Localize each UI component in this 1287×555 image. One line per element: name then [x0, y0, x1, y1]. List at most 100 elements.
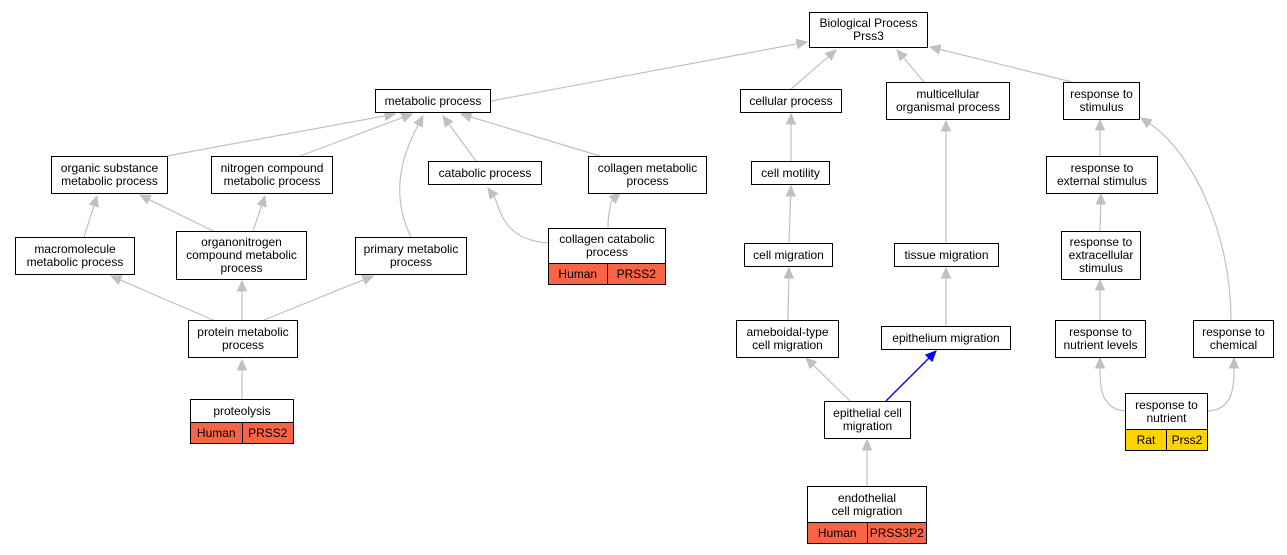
edge-line [83, 205, 95, 238]
node-multicellular[interactable]: multicellular organismal process [886, 82, 1010, 120]
node-label: response to extracellular stimulus [1068, 235, 1134, 275]
arrowhead [459, 111, 473, 123]
edge-protein-met-to-organonitrogen [236, 279, 248, 320]
node-label: cell migration [753, 247, 824, 262]
edge-line [787, 277, 790, 321]
arrowhead [1094, 278, 1106, 291]
edge-collagen-met-to-metabolic [459, 111, 601, 157]
node-label: proteolysis [213, 403, 271, 418]
node-cell-migration[interactable]: cell migration [744, 243, 833, 267]
edge-line [788, 195, 792, 244]
edge-nitrogen-to-metabolic [299, 112, 414, 157]
arrowhead [795, 38, 809, 50]
node-collagen-met[interactable]: collagen metabolic process [588, 156, 707, 194]
arrowhead [824, 49, 837, 61]
arrowhead [928, 44, 942, 55]
node-tissue-migration[interactable]: tissue migration [894, 243, 999, 267]
node-response-extracellular[interactable]: response to extracellular stimulus [1061, 231, 1141, 280]
node-label: response to nutrient levels [1063, 325, 1138, 352]
node-label: response to chemical [1202, 325, 1265, 352]
arrowhead [1094, 356, 1106, 369]
edge-line [939, 48, 1073, 83]
node-cell-motility[interactable]: cell motility [751, 161, 830, 185]
edge-epithelial-cell-to-epithelium-migration [885, 350, 937, 402]
species-tag: Human [817, 525, 857, 540]
edge-proteolysis-to-protein-met [236, 358, 248, 399]
node-catabolic[interactable]: catabolic process [428, 161, 542, 185]
node-label: protein metabolic process [197, 325, 289, 352]
node-label: metabolic process [384, 93, 482, 108]
node-label: endothelial cell migration [831, 490, 903, 518]
edge-line [902, 57, 925, 83]
node-epithelium-migration[interactable]: epithelium migration [881, 326, 1011, 350]
arrowhead [487, 187, 499, 200]
edge-multicellular-to-bp [896, 49, 925, 83]
node-response-external[interactable]: response to external stimulus [1046, 156, 1158, 194]
node-response-chemical[interactable]: response to chemical [1193, 320, 1274, 358]
node-label: macromolecule metabolic process [26, 242, 124, 269]
edge-response-external-to-response-stimulus [1094, 118, 1106, 156]
edge-line [399, 124, 419, 238]
arrowhead [805, 357, 818, 370]
edge-metabolic-to-bp [490, 38, 809, 102]
arrowhead [608, 192, 621, 204]
node-bp[interactable]: Biological Process Prss3 [809, 12, 928, 48]
edge-response-nutrient-levels-to-response-extracellular [1094, 278, 1106, 320]
arrowhead [109, 275, 123, 286]
node-macromolecule[interactable]: macromolecule metabolic process [15, 237, 135, 275]
node-protein-met[interactable]: protein metabolic process [188, 320, 298, 358]
node-ameboidal[interactable]: ameboidal-type cell migration [736, 320, 839, 358]
edge-line [885, 357, 930, 402]
edge-line [252, 205, 263, 232]
node-label: nitrogen compound metabolic process [220, 161, 324, 188]
edge-line [790, 56, 829, 90]
arrowhead [361, 275, 375, 285]
arrowhead [236, 279, 248, 292]
edge-line [470, 116, 601, 157]
edge-organonitrogen-to-nitrogen [252, 194, 267, 232]
arrowhead [785, 112, 797, 125]
arrowhead [236, 358, 248, 371]
edge-cell-motility-to-cellular [785, 112, 797, 161]
edge-protein-met-to-macromolecule [109, 275, 214, 321]
arrowhead [861, 438, 873, 451]
node-metabolic[interactable]: metabolic process [375, 89, 491, 113]
node-label: catabolic process [438, 165, 532, 180]
arrowhead [442, 115, 454, 128]
edge-response-extracellular-to-response-external [1095, 192, 1106, 232]
node-label: epithelial cell migration [833, 406, 902, 433]
node-label: primary metabolic process [363, 242, 459, 269]
node-label: multicellular organismal process [895, 87, 1001, 114]
edge-line [299, 116, 403, 157]
edge-response-chemical-to-response-stimulus [1139, 117, 1232, 321]
arrowhead [896, 49, 908, 62]
edge-line [263, 279, 364, 321]
node-organic[interactable]: organic substance metabolic process [51, 156, 168, 194]
node-organonitrogen[interactable]: organonitrogen compound metabolic proces… [176, 231, 307, 280]
gene-tag: PRSS2 [606, 264, 666, 284]
edge-macromolecule-to-organic [83, 194, 99, 238]
edge-collagen-cat-to-collagen-met [607, 192, 621, 229]
gene-tag: Prss2 [1166, 430, 1207, 450]
node-label: response to stimulus [1070, 87, 1133, 114]
edge-line [1099, 203, 1102, 232]
node-label: Biological Process Prss3 [819, 16, 918, 43]
node-cellular[interactable]: cellular process [740, 89, 842, 113]
node-epithelial-cell[interactable]: epithelial cell migration [824, 401, 911, 439]
node-response-stimulus[interactable]: response to stimulus [1063, 82, 1140, 120]
arrowhead [413, 114, 424, 128]
arrowhead [940, 119, 952, 132]
edge-line [607, 199, 613, 229]
node-response-nutrient-levels[interactable]: response to nutrient levels [1055, 320, 1146, 358]
node-nitrogen[interactable]: nitrogen compound metabolic process [211, 156, 333, 194]
arrowhead [1139, 117, 1153, 129]
node-primary[interactable]: primary metabolic process [355, 237, 467, 275]
edge-epithelium-migration-to-tissue-migration [940, 266, 952, 326]
